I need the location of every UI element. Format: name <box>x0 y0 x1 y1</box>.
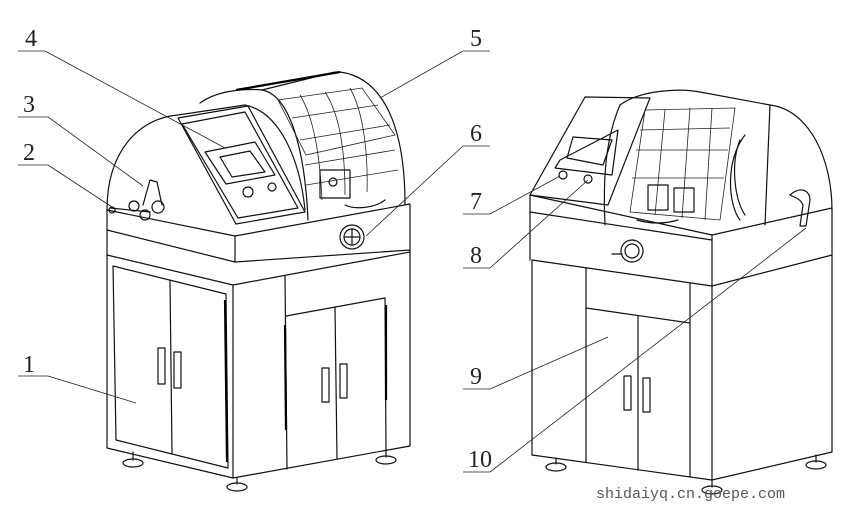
right-upper-body <box>529 89 833 287</box>
protective-grille <box>277 87 399 201</box>
left-machine-view <box>106 70 411 492</box>
callout-label: 10 <box>468 447 492 473</box>
display-screen <box>204 141 276 185</box>
callout-3: 3 <box>18 92 144 187</box>
right-display-screen <box>566 136 613 166</box>
callout-label: 2 <box>23 140 35 166</box>
callout-6: 6 <box>365 121 490 237</box>
callout-10: 10 <box>463 227 807 473</box>
left-cabinet <box>106 229 411 492</box>
callout-label: 1 <box>23 352 35 378</box>
right-lever-icon <box>789 189 811 227</box>
clamp-mechanism <box>319 169 351 199</box>
left-upper-body <box>106 70 411 263</box>
callout-label: 8 <box>470 243 482 269</box>
feed-handwheel-icon <box>339 224 365 250</box>
callout-2: 2 <box>18 140 113 208</box>
callout-label: 4 <box>25 26 37 52</box>
cutting-lever-icon <box>108 179 165 221</box>
right-cabinet <box>531 254 833 495</box>
callout-5: 5 <box>379 26 490 99</box>
callout-label: 5 <box>470 26 482 52</box>
right-feed-handwheel-icon <box>611 239 644 263</box>
right-machine-view <box>529 89 833 495</box>
stop-knob-icon <box>267 182 277 192</box>
callout-7: 7 <box>463 175 561 215</box>
callout-1: 1 <box>18 352 137 404</box>
callout-9: 9 <box>463 336 609 390</box>
callout-label: 9 <box>470 364 482 390</box>
callout-label: 6 <box>470 121 482 147</box>
right-protective-grille <box>629 107 736 221</box>
watermark-text: shidaiyq.cn.goepe.com <box>596 486 785 503</box>
callout-label: 7 <box>470 189 482 215</box>
power-button-icon <box>242 186 254 198</box>
callout-label: 3 <box>23 92 35 118</box>
callout-4: 4 <box>18 26 226 149</box>
callout-8: 8 <box>463 179 589 269</box>
